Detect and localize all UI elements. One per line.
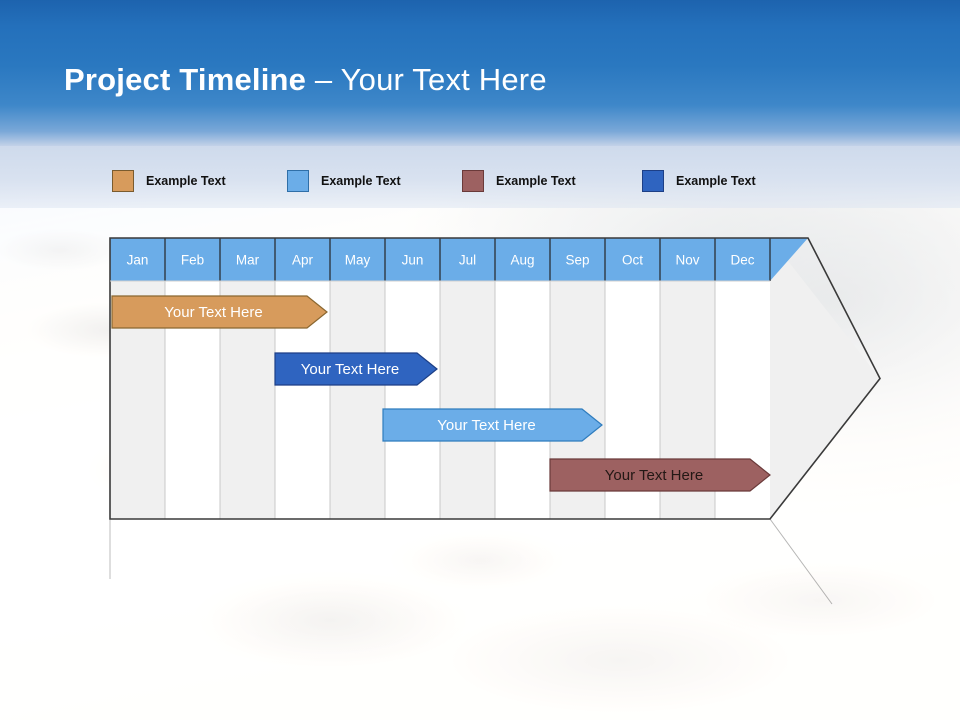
month-header-jan[interactable]: Jan [127, 253, 149, 268]
legend: Example Text Example Text Example Text Exam… [112, 168, 812, 198]
task-bar-label-1: Your Text Here [164, 304, 262, 321]
legend-label-2: Example Text [321, 174, 401, 188]
page-title: Project Timeline – Your Text Here [64, 60, 547, 100]
legend-item-1: Example Text [112, 168, 226, 194]
month-header-sep[interactable]: Sep [565, 253, 589, 268]
task-bar-shape-3[interactable] [382, 408, 603, 442]
legend-item-2: Example Text [287, 168, 401, 194]
perspective-line-right [769, 518, 833, 605]
page-title-bold: Project Timeline [64, 62, 307, 97]
month-header-oct[interactable]: Oct [622, 253, 643, 268]
month-header-may[interactable]: May [345, 253, 371, 268]
task-bar-group-1[interactable]: Your Text Here [111, 295, 328, 329]
task-bar-shape-1[interactable] [111, 295, 328, 329]
legend-swatch-2 [287, 170, 309, 192]
legend-swatch-4 [642, 170, 664, 192]
task-bar-shape-2[interactable] [274, 352, 438, 386]
page-title-regular: – Your Text Here [306, 62, 547, 97]
timeline-column-may [330, 281, 385, 519]
month-header-nov[interactable]: Nov [675, 253, 699, 268]
task-bar-group-4[interactable]: Your Text Here [549, 458, 771, 492]
month-header-apr[interactable]: Apr [292, 253, 314, 268]
timeline-column-aug [495, 281, 550, 519]
month-header-mar[interactable]: Mar [236, 253, 260, 268]
task-bar-group-3[interactable]: Your Text Here [382, 408, 603, 442]
legend-swatch-3 [462, 170, 484, 192]
month-header-band [110, 238, 808, 281]
task-bar-label-2: Your Text Here [301, 361, 399, 378]
legend-label-1: Example Text [146, 174, 226, 188]
month-header-feb[interactable]: Feb [181, 253, 204, 268]
task-bar-shape-4[interactable] [549, 458, 771, 492]
legend-item-4: Example Text [642, 168, 756, 194]
legend-item-3: Example Text [462, 168, 576, 194]
legend-swatch-1 [112, 170, 134, 192]
month-header-dec[interactable]: Dec [730, 253, 754, 268]
task-bar-label-4: Your Text Here [605, 467, 703, 484]
timeline-arrow-outline [109, 237, 881, 520]
task-bar-group-2[interactable]: Your Text Here [274, 352, 438, 386]
header-band: Project Timeline – Your Text Here [0, 0, 960, 146]
legend-label-4: Example Text [676, 174, 756, 188]
month-header-aug[interactable]: Aug [510, 253, 534, 268]
timeline-column-jun [385, 281, 440, 519]
task-bar-label-3: Your Text Here [437, 417, 535, 434]
month-header-jun[interactable]: Jun [402, 253, 424, 268]
month-header-jul[interactable]: Jul [459, 253, 476, 268]
timeline-svg: Jan Feb Mar Apr May Jun Jul Aug Sep Oct Nov DecYour… [109, 237, 881, 605]
timeline-column-jul [440, 281, 495, 519]
legend-label-3: Example Text [496, 174, 576, 188]
